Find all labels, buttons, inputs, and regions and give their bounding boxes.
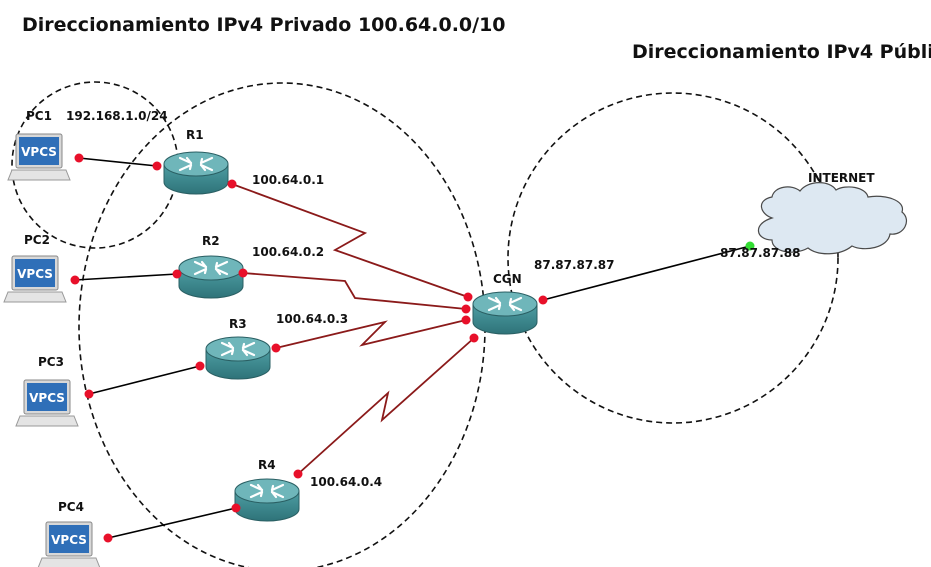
label-r3: R3 (229, 317, 247, 331)
serial-link-r3-cgn (275, 319, 467, 349)
pc4-vpcs-icon[interactable]: VPCS (37, 521, 101, 567)
label-ip-internet: 87.87.87.88 (720, 246, 800, 260)
label-pc3: PC3 (38, 355, 64, 369)
label-cgn: CGN (493, 272, 522, 286)
link-pc3-r3 (88, 365, 201, 395)
pc3-vpcs-icon[interactable]: VPCS (15, 379, 79, 427)
label-r1: R1 (186, 128, 204, 142)
pc2-vpcs-icon[interactable]: VPCS (3, 255, 67, 303)
link-cgn-internet (542, 245, 751, 301)
router-cgn-icon[interactable] (471, 290, 539, 336)
pc4-screen-text: VPCS (51, 533, 87, 547)
label-r4: R4 (258, 458, 276, 472)
serial-link-r4-cgn (297, 337, 475, 475)
title-private-addressing: Direccionamiento IPv4 Privado 100.64.0.0… (22, 14, 506, 36)
label-pc1: PC1 (26, 109, 52, 123)
label-ip-r2: 100.64.0.2 (252, 245, 324, 259)
label-pc2: PC2 (24, 233, 50, 247)
title-public-addressing: Direccionamiento IPv4 Públic (632, 41, 931, 63)
serial-link-r1-cgn (231, 183, 469, 298)
internet-port-up (745, 241, 755, 251)
serial-link-r2-cgn (242, 272, 467, 310)
pc1-vpcs-icon[interactable]: VPCS (7, 133, 71, 181)
router-r1-icon[interactable] (162, 150, 230, 196)
label-internet: INTERNET (808, 171, 875, 185)
label-lan-network: 192.168.1.0/24 (66, 109, 168, 123)
label-ip-r3: 100.64.0.3 (276, 312, 348, 326)
label-ip-r4: 100.64.0.4 (310, 475, 382, 489)
label-ip-cgn-public: 87.87.87.87 (534, 258, 614, 272)
interface-ports (70, 153, 548, 543)
pc3-screen-text: VPCS (29, 391, 65, 405)
public-zone-circle (507, 92, 839, 424)
router-r2-icon[interactable] (177, 254, 245, 300)
link-pc2-r2 (74, 273, 178, 281)
pc2-screen-text: VPCS (17, 267, 53, 281)
label-ip-r1: 100.64.0.1 (252, 173, 324, 187)
label-r2: R2 (202, 234, 220, 248)
link-pc4-r4 (107, 507, 237, 539)
label-pc4: PC4 (58, 500, 84, 514)
pc1-screen-text: VPCS (21, 145, 57, 159)
link-pc1-r1 (78, 157, 158, 167)
router-r4-icon[interactable] (233, 477, 301, 523)
internet-cloud-icon[interactable] (757, 182, 907, 255)
router-r3-icon[interactable] (204, 335, 272, 381)
